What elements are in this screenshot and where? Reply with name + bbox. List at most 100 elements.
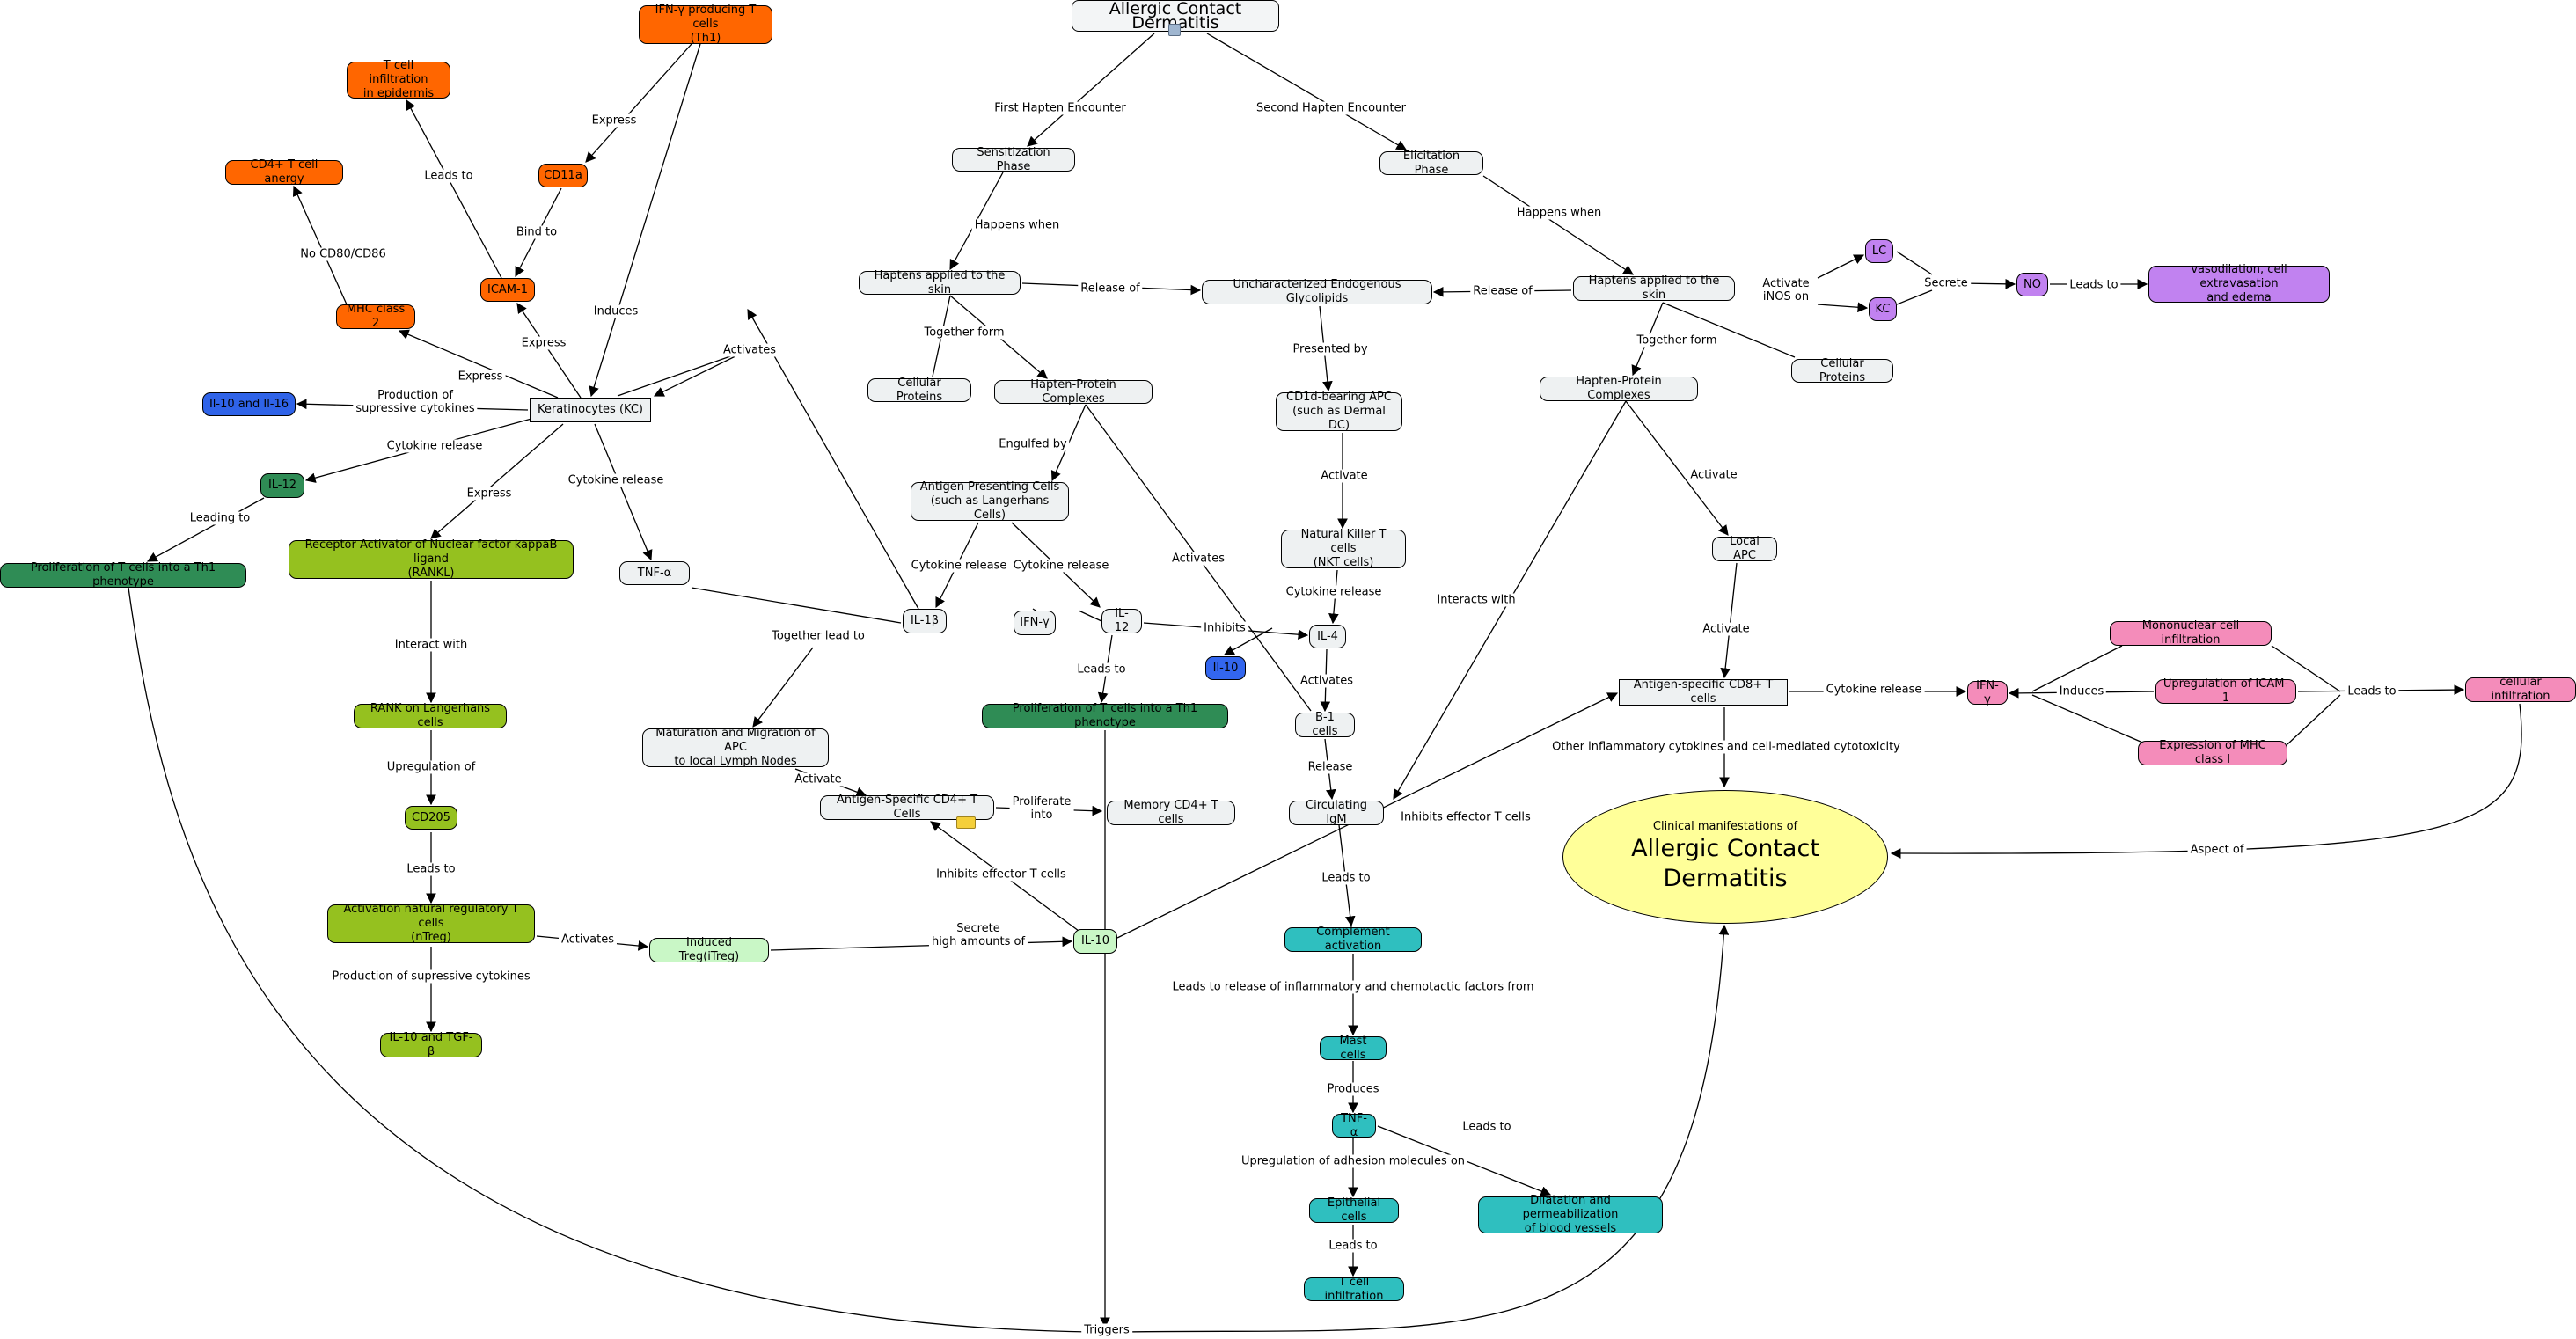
label-express-cd11a: Express <box>589 113 640 128</box>
label-upregulation-of: Upregulation of <box>384 760 479 774</box>
node-rankl[interactable]: Receptor Activator of Nuclear factor kap… <box>289 538 574 580</box>
label-activates-b1: Activates <box>1297 674 1357 688</box>
node-il10-il16[interactable]: Il-10 and Il-16 <box>202 392 296 416</box>
node-maturation-apc[interactable]: Maturation and Migration of APC to local… <box>642 727 829 768</box>
node-il1b[interactable]: IL-1β <box>903 609 947 633</box>
node-haptens-skin-2[interactable]: Haptens applied to the skin <box>1573 274 1735 302</box>
label-express-mhc2: Express <box>455 370 506 384</box>
node-upregulation-icam1[interactable]: Upregulation of ICAM-1 <box>2155 677 2296 705</box>
node-nkt-cells[interactable]: Natural Killer T cells (NKT cells) <box>1281 528 1406 569</box>
node-antigen-cd8[interactable]: Antigen-specific CD8+ T cells <box>1619 678 1788 706</box>
node-mhc-class-2[interactable]: MHC class 2 <box>336 303 415 330</box>
node-memory-cd4[interactable]: Memory CD4+ T cells <box>1107 799 1235 826</box>
node-vasodilation[interactable]: vasodilation, cell extravasation and ede… <box>2148 263 2330 304</box>
label-interact-with: Interact with <box>392 638 471 652</box>
node-cd11a[interactable]: CD11a <box>538 164 588 187</box>
node-uncharacterized-glycolipids[interactable]: Uncharacterized Endogenous Glycolipids <box>1202 278 1432 305</box>
connector-line <box>146 497 265 562</box>
node-ifng-th1[interactable]: IFN-γ producing T cells (Th1) <box>639 4 772 45</box>
node-induced-treg[interactable]: Induced Treg(iTreg) <box>649 936 769 963</box>
node-il10-tgfb[interactable]: IL-10 and TGF-β <box>380 1031 482 1058</box>
connector-line <box>292 185 348 305</box>
node-tnfa-1[interactable]: TNF-α <box>619 561 690 585</box>
node-circulating-igm[interactable]: Circulating IgM <box>1289 799 1384 826</box>
node-cellular-infiltration[interactable]: cellular infiltration <box>2465 676 2576 703</box>
node-epithelial-cells[interactable]: Epithelial cells <box>1309 1196 1399 1224</box>
label-cytokine-release-apc-2: Cytokine release <box>1010 559 1112 573</box>
connector-curve <box>128 587 1092 1333</box>
connector-line <box>589 43 701 398</box>
node-antigen-cd4[interactable]: Antigen-Specific CD4+ T Cells <box>820 794 994 821</box>
label-express-rankl: Express <box>464 487 515 501</box>
node-t-cell-infiltration[interactable]: T cell infiltration <box>1304 1276 1404 1303</box>
node-clinical-manifestations[interactable]: Clinical manifestations of Allergic Cont… <box>1562 790 1888 924</box>
node-t-infiltration-epidermis[interactable]: T cell infiltration in epidermis <box>347 59 450 100</box>
node-complement-activation[interactable]: Complement activation <box>1284 926 1422 953</box>
node-mononuclear-infiltration[interactable]: Mononuclear cell infiltration <box>2110 619 2272 647</box>
node-proliferation-th1-2[interactable]: Proliferation of T cells into a Th1 phen… <box>982 702 1228 729</box>
label-leads-to-dilatation: Leads to <box>1460 1120 1514 1134</box>
node-local-apc[interactable]: Local APC <box>1712 535 1777 562</box>
connector-line <box>1206 33 1408 150</box>
label-cytokine-release-apc-1: Cytokine release <box>908 559 1010 573</box>
document-icon[interactable] <box>1168 24 1181 36</box>
label-interacts-with: Interacts with <box>1434 593 1519 607</box>
node-apc-langerhans[interactable]: Antigen Presenting Cells (such as Langer… <box>911 480 1069 522</box>
label-happens-when-2: Happens when <box>1513 206 1605 220</box>
node-b1-cells[interactable]: B-1 cells <box>1295 711 1355 738</box>
node-mast-cells[interactable]: Mast cells <box>1320 1035 1387 1062</box>
node-dilatation[interactable]: Dilatation and permeabilization of blood… <box>1478 1194 1663 1235</box>
label-upreg-adhesion: Upregulation of adhesion molecules on <box>1238 1154 1468 1168</box>
connector-line <box>594 423 653 561</box>
label-leads-to-cell-infil: Leads to <box>2345 684 2399 699</box>
label-engulfed-by: Engulfed by <box>996 437 1070 451</box>
title-node[interactable]: Allergic Contact Dermatitis <box>1072 0 1279 32</box>
node-expression-mhc1[interactable]: Expression of MHC class I <box>2138 739 2287 766</box>
node-il10-blue[interactable]: Il-10 <box>1205 656 1246 680</box>
node-ifng-1[interactable]: IFN-γ <box>1014 611 1056 635</box>
label-cytokine-release-cd8: Cytokine release <box>1823 683 1925 697</box>
connector-line <box>585 43 692 163</box>
node-haptens-skin-1[interactable]: Haptens applied to the skin <box>859 269 1021 296</box>
node-elicitation-phase[interactable]: Elicitation Phase <box>1379 150 1483 177</box>
label-no-cd80: No CD80/CD86 <box>297 247 389 261</box>
connector-line <box>398 329 559 399</box>
node-cellular-proteins-1[interactable]: Cellular Proteins <box>867 377 971 404</box>
node-cd1d-apc[interactable]: CD1d-bearing APC (such as Dermal DC) <box>1276 391 1402 432</box>
node-lc[interactable]: LC <box>1865 239 1893 263</box>
node-cellular-proteins-2[interactable]: Cellular Proteins <box>1791 357 1893 384</box>
node-hapten-protein-1[interactable]: Hapten-Protein Complexes <box>994 378 1153 406</box>
node-cd4-anergy[interactable]: CD4+ T cell anergy <box>225 158 343 186</box>
node-tnfa-teal[interactable]: TNF-α <box>1332 1112 1376 1139</box>
node-il12-1[interactable]: IL-12 <box>1101 607 1142 634</box>
label-production-supp-2: Production of supressive cytokines <box>353 389 478 415</box>
node-rank-langerhans[interactable]: RANK on Langerhans cells <box>354 702 507 729</box>
label-express-icam: Express <box>518 336 569 350</box>
node-icam1-orange[interactable]: ICAM-1 <box>480 278 535 302</box>
node-sensitization-phase[interactable]: Sensitization Phase <box>952 146 1075 173</box>
connector-line <box>1223 627 1273 655</box>
node-il4[interactable]: IL-4 <box>1309 625 1346 648</box>
label-induces-pink: Induces <box>2056 684 2107 699</box>
note-icon[interactable] <box>956 816 976 829</box>
label-activate-inos: Activate iNOS on <box>1760 277 1812 304</box>
label-cytokine-release-tnf: Cytokine release <box>565 473 667 487</box>
node-hapten-protein-2[interactable]: Hapten-Protein Complexes <box>1540 375 1698 402</box>
node-activation-ntreg[interactable]: Activation natural regulatory T cells (n… <box>327 903 535 944</box>
label-induces-kc: Induces <box>590 304 641 318</box>
label-activates-hp1: Activates <box>1168 552 1228 566</box>
clinical-subtitle: Clinical manifestations of <box>1652 820 1798 833</box>
node-ifng-pink[interactable]: IFN-γ <box>1967 679 2008 706</box>
label-together-form-1: Together form <box>921 326 1007 340</box>
label-activates-itreg: Activates <box>558 933 618 947</box>
connector-line <box>691 587 902 624</box>
node-cd205[interactable]: CD205 <box>405 806 457 830</box>
node-kc[interactable]: KC <box>1869 297 1897 321</box>
node-keratinocytes[interactable]: Keratinocytes (KC) <box>530 398 651 422</box>
node-il10-lgreen[interactable]: IL-10 <box>1073 929 1117 954</box>
connector-line <box>1896 251 1933 275</box>
node-no[interactable]: NO <box>2016 273 2048 296</box>
node-il12-2[interactable]: IL-12 <box>260 473 304 498</box>
node-proliferation-th1-1[interactable]: Proliferation of T cells into a Th1 phen… <box>0 561 246 589</box>
connector-line <box>2271 645 2341 692</box>
